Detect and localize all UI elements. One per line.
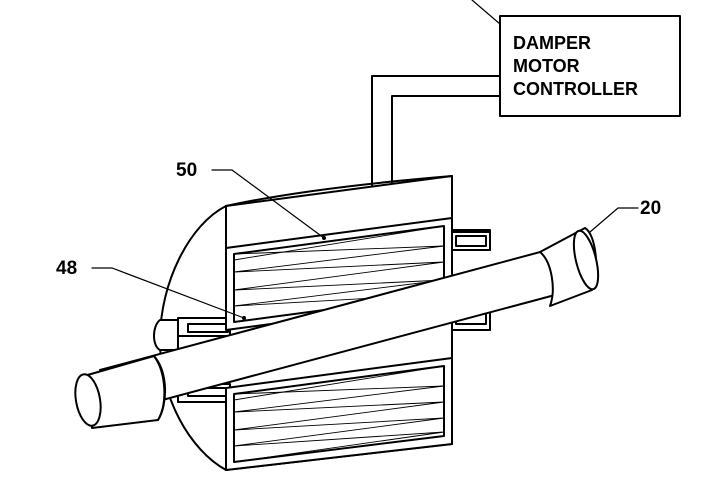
ref-50-callout: 50 <box>176 160 326 240</box>
damper-motor-controller: DAMPER MOTOR CONTROLLER <box>471 0 681 117</box>
controller-leader-line <box>471 0 501 25</box>
controller-label-line1: DAMPER <box>513 33 591 53</box>
left-hub <box>153 319 179 351</box>
ref-48-callout: 48 <box>56 258 246 320</box>
shaft-left-face <box>74 373 102 427</box>
controller-label-line3: CONTROLLER <box>513 79 638 99</box>
ref-label-50: 50 <box>176 160 197 181</box>
shaft <box>74 227 600 429</box>
ref-20-callout: 20 <box>589 198 661 233</box>
lower-coil <box>225 357 453 471</box>
ref-label-20: 20 <box>640 198 661 219</box>
controller-box <box>499 15 681 117</box>
controller-label-line2: MOTOR <box>513 56 580 76</box>
ref-label-48: 48 <box>56 258 77 279</box>
controller-cable <box>371 75 501 189</box>
